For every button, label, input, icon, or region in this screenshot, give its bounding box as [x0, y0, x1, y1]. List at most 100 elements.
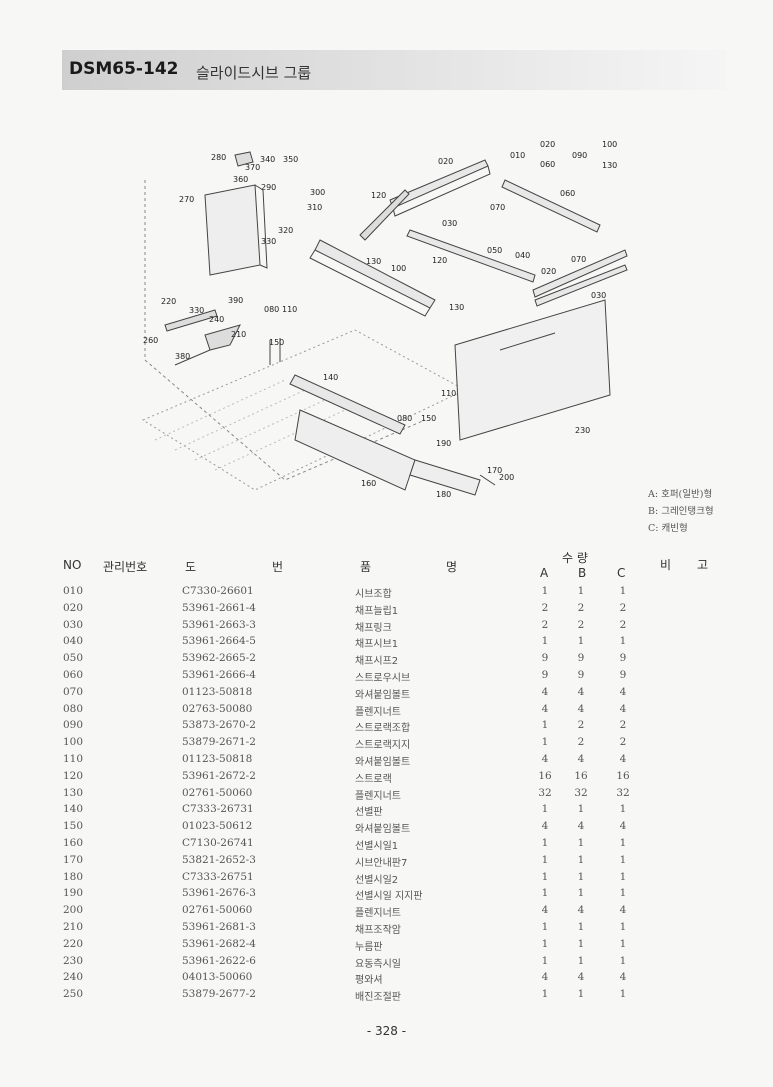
cell-b: 9	[577, 652, 585, 665]
variant-legend: A: 호퍼(일반)형 B: 그레인탱크형 C: 캐빈형	[648, 486, 714, 537]
cell-no: 140	[63, 803, 84, 816]
cell-b: 4	[577, 971, 585, 984]
cell-b: 9	[577, 669, 585, 681]
cell-b: 1	[577, 988, 585, 1001]
cell-name: 와셔붙임볼트	[355, 757, 411, 768]
cell-a: 1	[541, 954, 549, 967]
cell-a: 1	[541, 585, 549, 597]
diagram-label: 340	[260, 155, 275, 164]
cell-name: 시브조합	[355, 589, 392, 600]
cell-a: 32	[538, 786, 552, 799]
legend-item: B: 그레인탱크형	[648, 506, 714, 517]
cell-name: 요동측시일	[355, 958, 401, 970]
cell-b: 4	[577, 685, 585, 698]
cell-b: 1	[577, 635, 585, 648]
cell-c: 2	[619, 618, 627, 631]
cell-part: 53961-2682-4	[182, 937, 256, 950]
cell-name: 플렌지너트	[355, 790, 401, 802]
diagram-label: 190	[436, 439, 451, 448]
cell-b: 2	[577, 618, 585, 631]
diagram-label: 010	[510, 151, 525, 160]
diagram-label: 050	[487, 246, 502, 255]
cell-b: 4	[577, 820, 585, 833]
cell-no: 090	[63, 719, 84, 732]
cell-b: 1	[577, 803, 585, 816]
cell-no: 220	[63, 937, 84, 950]
diagram-label: 130	[602, 161, 617, 170]
cell-name: 채프시프2	[355, 656, 399, 668]
legend-item: C: 캐빈형	[648, 523, 688, 534]
cell-b: 4	[577, 702, 585, 715]
cell-name: 채프링크	[355, 622, 392, 634]
cell-a: 1	[541, 736, 549, 749]
cell-no: 020	[63, 601, 84, 614]
cell-b: 2	[577, 601, 585, 614]
cell-b: 1	[577, 837, 585, 849]
cell-part: 53961-2666-4	[182, 669, 256, 681]
cell-a: 2	[541, 601, 549, 614]
page-number: - 328 -	[366, 1024, 407, 1038]
diagram-label: 140	[323, 373, 338, 382]
cell-part: 04013-50060	[182, 971, 253, 984]
cell-no: 120	[63, 769, 84, 782]
cell-c: 1	[619, 837, 627, 849]
cell-b: 1	[577, 585, 585, 597]
diagram-label: 280	[211, 153, 226, 162]
cell-name: 시브안내판7	[355, 857, 408, 869]
cell-part: 01123-50818	[182, 685, 253, 698]
cell-name: 스트로랙조합	[355, 723, 411, 735]
cell-b: 1	[577, 870, 585, 883]
cell-part: C7333-26751	[182, 870, 254, 883]
cell-c: 1	[619, 635, 627, 648]
cell-b: 4	[577, 904, 585, 917]
cell-c: 9	[619, 669, 627, 681]
cell-a: 2	[541, 618, 549, 631]
cell-part: 53961-2661-4	[182, 601, 256, 614]
diagram-label: 020	[541, 267, 556, 276]
cell-a: 1	[541, 921, 549, 933]
cell-a: 1	[541, 887, 549, 900]
header-mgmt: 관리번호	[103, 560, 148, 574]
cell-no: 010	[63, 585, 84, 597]
cell-part: 53961-2622-6	[182, 954, 256, 967]
diagram-label: 120	[432, 256, 447, 265]
cell-no: 160	[63, 837, 84, 849]
cell-part: C7130-26741	[182, 837, 254, 849]
cell-no: 210	[63, 921, 84, 933]
cell-name: 평와셔	[355, 975, 383, 987]
cell-a: 4	[541, 820, 549, 833]
cell-c: 16	[616, 769, 630, 782]
cell-a: 4	[541, 753, 549, 765]
diagram-label: 180	[436, 490, 451, 499]
cell-a: 1	[541, 853, 549, 866]
cell-name: 누름판	[355, 941, 383, 953]
cell-no: 030	[63, 618, 84, 631]
cell-a: 1	[541, 803, 549, 816]
diagram-label: 060	[540, 160, 555, 169]
cell-part: 53961-2676-3	[182, 887, 256, 900]
cell-no: 200	[63, 904, 84, 917]
cell-c: 1	[619, 585, 627, 597]
cell-b: 1	[577, 887, 585, 900]
cell-c: 1	[619, 887, 627, 900]
diagram-label: 080	[397, 414, 412, 423]
diagram-label: 110	[282, 305, 297, 314]
cell-c: 2	[619, 736, 627, 749]
cell-b: 1	[577, 937, 585, 950]
diagram-label: 120	[371, 191, 386, 200]
cell-no: 070	[63, 685, 84, 698]
diagram-label: 100	[602, 140, 617, 149]
cell-name: 채프조작암	[355, 925, 401, 936]
cell-a: 1	[541, 870, 549, 883]
